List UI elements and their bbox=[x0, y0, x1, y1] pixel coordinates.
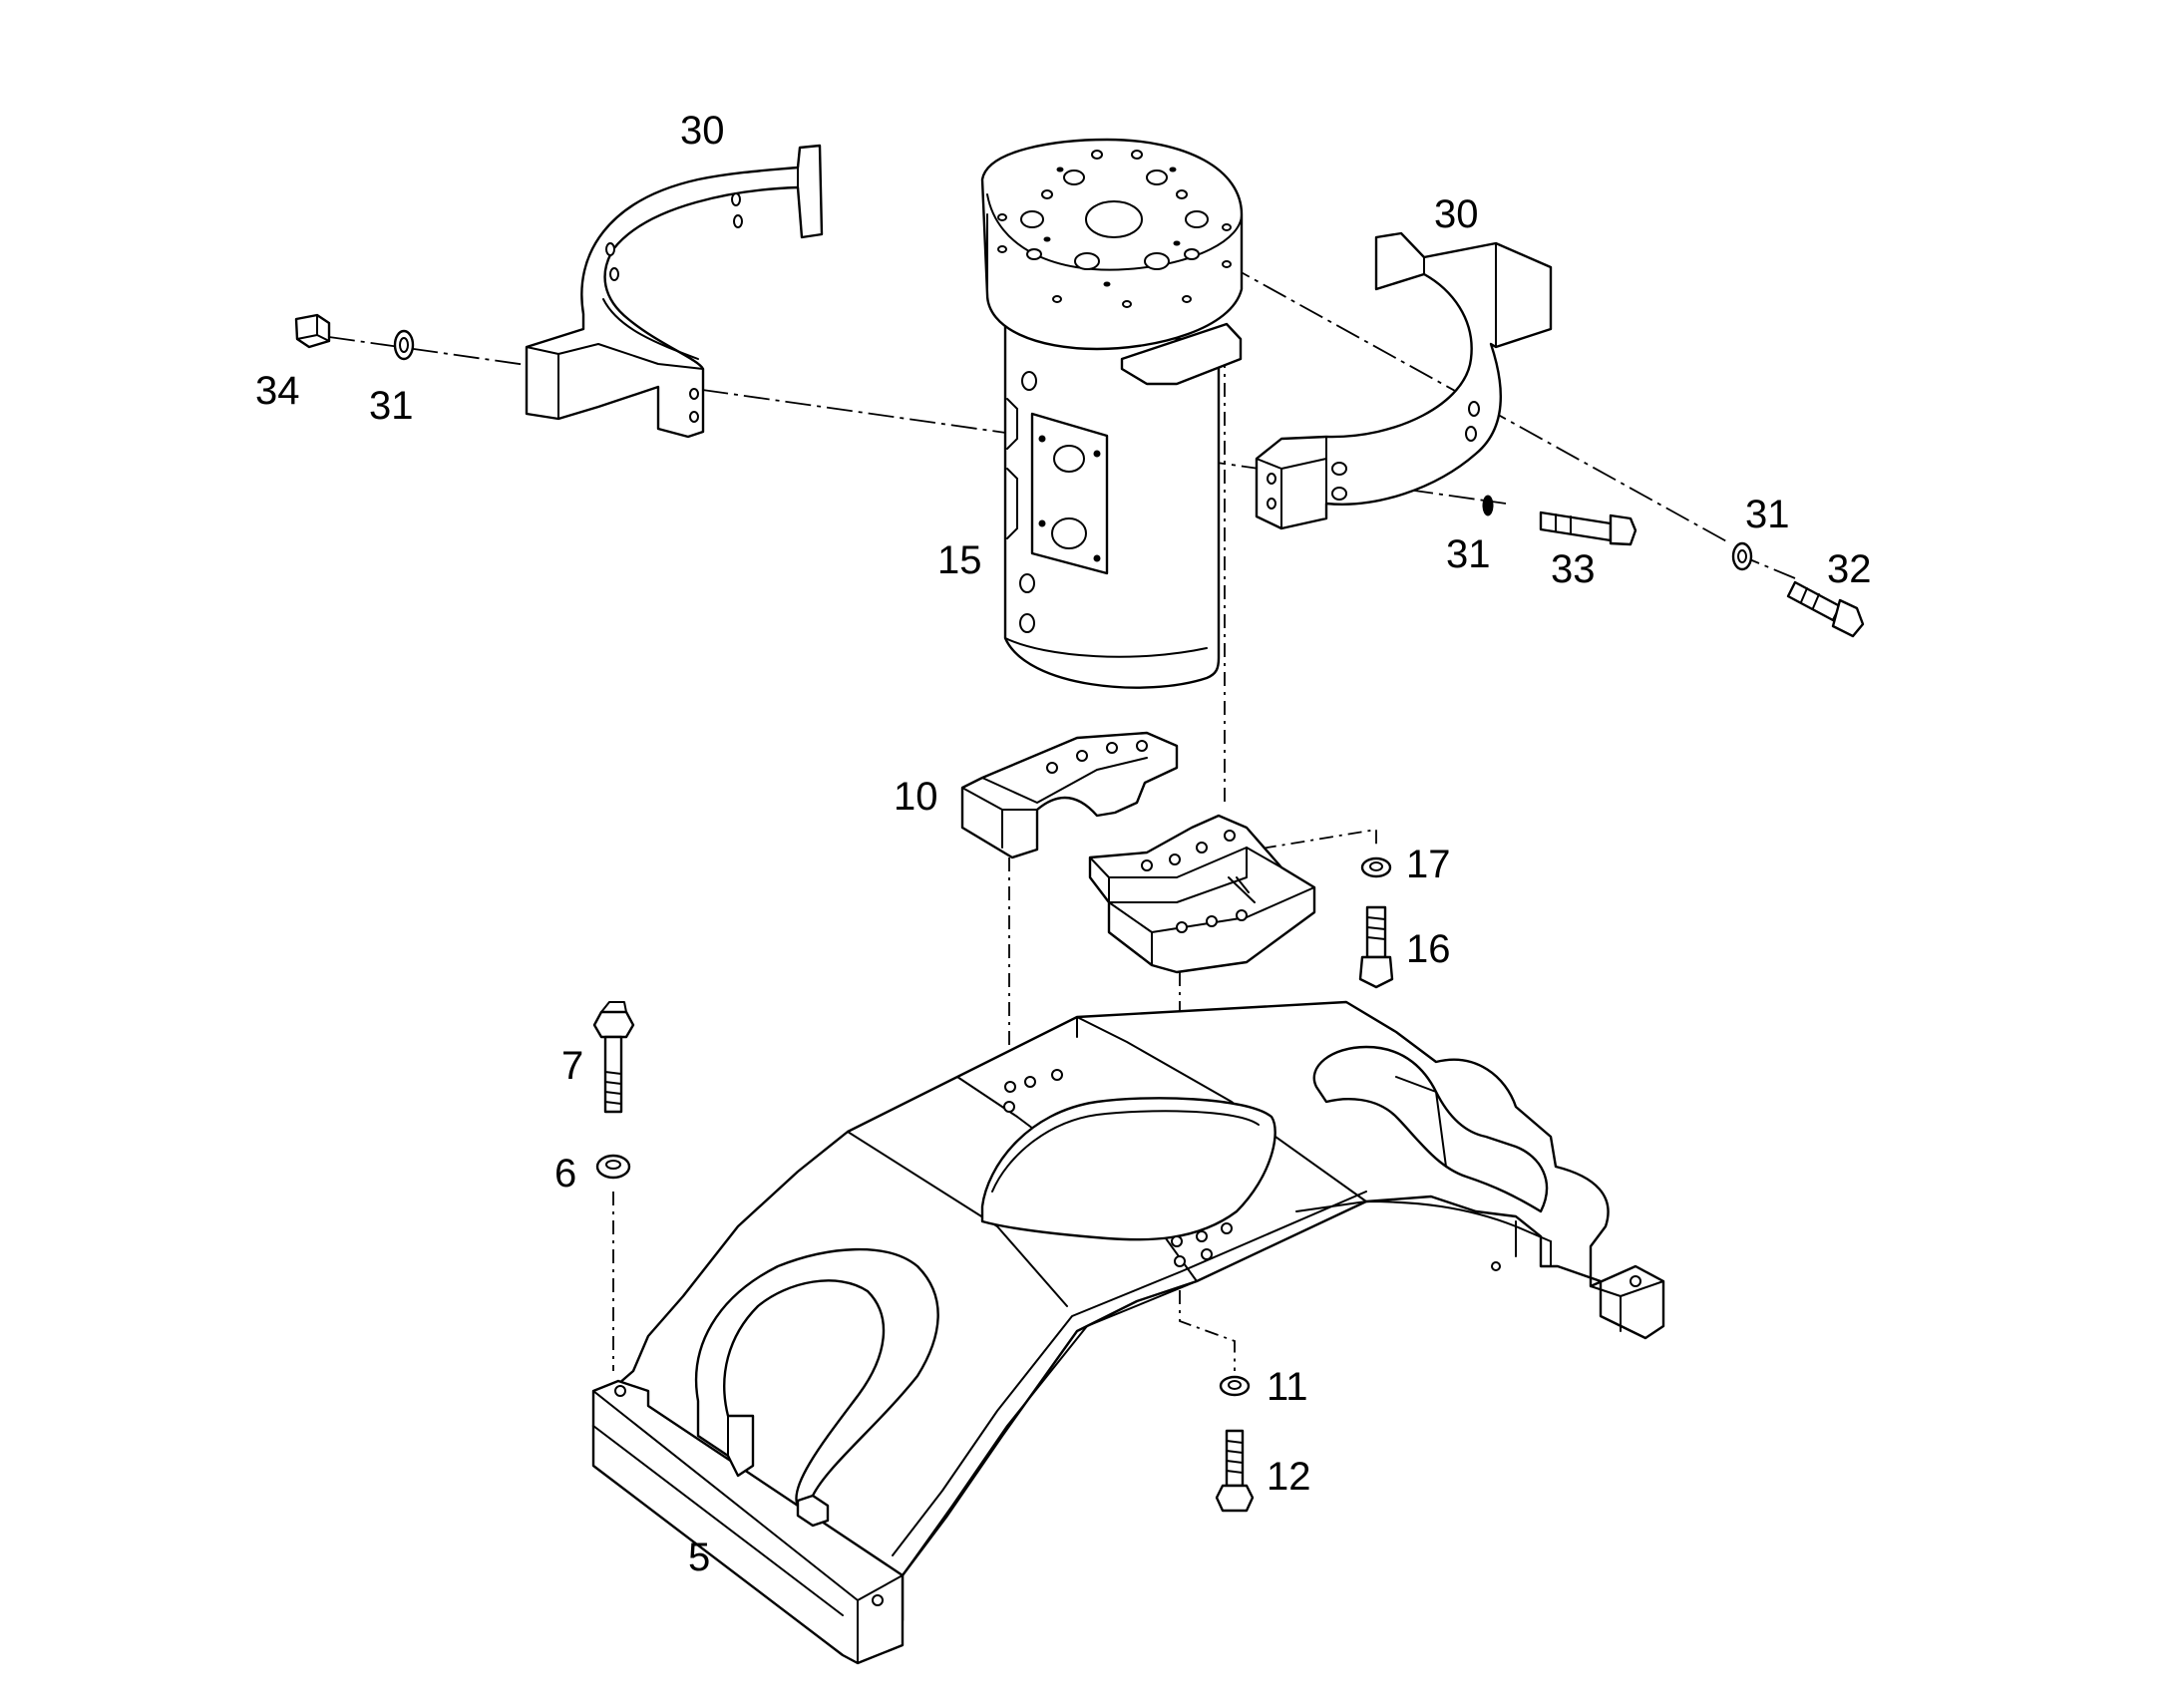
washer-31-right bbox=[1731, 541, 1753, 571]
label-part-12: 12 bbox=[1267, 1455, 1311, 1499]
bolt-33 bbox=[1539, 511, 1637, 546]
washer-31-mid bbox=[1482, 495, 1494, 516]
centerline-left-clamp bbox=[328, 336, 1507, 505]
label-part-34: 34 bbox=[255, 369, 300, 413]
label-part-16: 16 bbox=[1406, 927, 1451, 971]
nut-34 bbox=[294, 313, 331, 349]
label-part-15: 15 bbox=[937, 538, 982, 582]
label-part-10: 10 bbox=[894, 775, 938, 819]
label-part-17: 17 bbox=[1406, 843, 1451, 886]
washer-11 bbox=[1219, 1375, 1251, 1397]
label-part-32: 32 bbox=[1827, 547, 1872, 591]
bolt-32 bbox=[1786, 580, 1865, 638]
callout-labels: 30 30 34 31 15 31 33 31 32 10 17 16 7 6 … bbox=[255, 109, 1872, 1579]
label-part-31-mid: 31 bbox=[1446, 532, 1491, 576]
label-part-11: 11 bbox=[1267, 1365, 1308, 1409]
label-part-7: 7 bbox=[561, 1044, 583, 1088]
rotor-assembly-15 bbox=[980, 138, 1244, 689]
clamp-half-right bbox=[1255, 231, 1553, 530]
bolt-7 bbox=[592, 1001, 635, 1114]
centerline-right-clamp bbox=[1226, 263, 1731, 544]
base-frame-5 bbox=[591, 1000, 1665, 1665]
label-part-30-right: 30 bbox=[1434, 192, 1479, 236]
bolt-12 bbox=[1215, 1429, 1255, 1513]
label-part-6: 6 bbox=[554, 1152, 576, 1196]
washer-17 bbox=[1360, 856, 1392, 878]
label-part-31-right: 31 bbox=[1745, 493, 1790, 536]
label-part-5: 5 bbox=[688, 1536, 710, 1579]
label-part-30-left: 30 bbox=[680, 109, 725, 153]
label-part-31-left: 31 bbox=[369, 384, 414, 428]
washer-31-left bbox=[393, 329, 415, 361]
label-part-33: 33 bbox=[1551, 547, 1596, 591]
bolt-16 bbox=[1358, 905, 1394, 989]
clamp-half-left bbox=[525, 144, 824, 439]
bearing-plate-10 bbox=[960, 731, 1179, 859]
bearing-plate-right bbox=[1088, 814, 1316, 974]
washer-6 bbox=[595, 1154, 631, 1180]
